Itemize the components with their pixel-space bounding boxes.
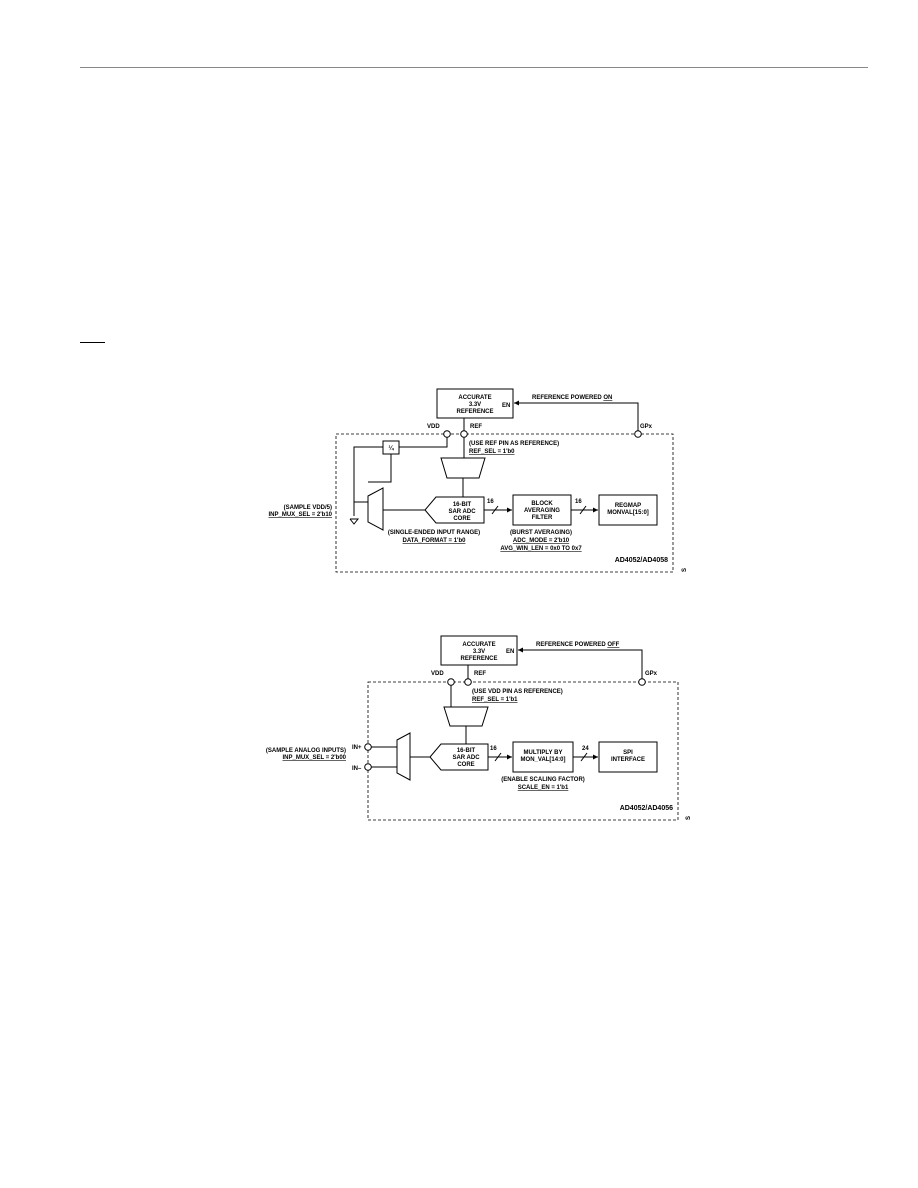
multiply-block (512, 741, 574, 773)
diagram-label: SCALE_EN = 1'b1 (518, 785, 569, 791)
diagram-label: AD4052/AD4056 (620, 805, 673, 812)
diagram-label: FILTER (532, 515, 553, 521)
diagram-label: (ENABLE SCALING FACTOR) (501, 777, 585, 783)
diagram-label: CORE (453, 516, 470, 522)
diagram-label: REF (470, 424, 482, 430)
diagram-label: AD4052/AD4058 (615, 557, 668, 564)
diagram-label: GPx (645, 671, 658, 677)
ref-powered-label: REFERENCE POWERED OFF (536, 642, 620, 648)
in-plus-pin (364, 743, 372, 751)
diagram-label: 16 (575, 499, 582, 505)
adc-core (424, 496, 485, 524)
diagram-label: (SAMPLE ANALOG INPUTS) (266, 748, 346, 754)
reference-block (440, 635, 518, 666)
diagram-label: 16 (487, 499, 494, 505)
diagram-label: SPI (623, 750, 633, 756)
diagram-1-monitor-vdd: ACCURATE 3.3V REFERENCE EN REFERENCE POW… (268, 388, 688, 573)
diagram-label: EN (502, 403, 510, 409)
vdd-pin (447, 678, 455, 686)
diagram-label: 16-BIT (457, 748, 476, 754)
diagram-label: MULTIPLY BY (524, 750, 563, 756)
input-mux (396, 732, 411, 781)
adc-core (429, 743, 489, 771)
diagram-label: INP_MUX_SEL = 2'b00 (282, 755, 346, 761)
diagram-label: 16-BIT (453, 502, 472, 508)
diagram-label: S (686, 816, 692, 820)
diagram-label: 3.3V (473, 649, 485, 655)
ref-pin (464, 678, 472, 686)
page-header-rule (80, 67, 868, 68)
diagram-label: SAR ADC (448, 509, 476, 515)
diagram-label: SAR ADC (452, 755, 480, 761)
spi-interface-block (598, 741, 658, 773)
diagram-label: (USE VDD PIN AS REFERENCE) (472, 689, 563, 695)
reference-block (436, 388, 514, 419)
diagram-label: INP_MUX_SEL = 2'b10 (268, 512, 332, 518)
diagram-2-monitor-inputs: ACCURATE 3.3V REFERENCE EN REFERENCE POW… (266, 635, 692, 821)
diagram-label: S (682, 568, 688, 572)
diagram-label: (SAMPLE VDD/5) (284, 505, 332, 511)
gpx-pin (638, 678, 646, 686)
diagram-label: 3.3V (469, 402, 481, 408)
diagram-label: ON (603, 395, 612, 401)
diagram-label: REFERENCE POWERED (532, 395, 603, 401)
diagram-label: BLOCK (531, 501, 553, 507)
regmap-block (598, 494, 658, 526)
diagram-label: OFF (607, 642, 619, 648)
ref-powered-label: REFERENCE POWERED ON (532, 395, 612, 401)
vdd-pin (443, 430, 451, 438)
diagram-label: (BURST AVERAGING) (510, 530, 572, 536)
in-minus-pin (364, 763, 372, 771)
diagram-label: EN (506, 649, 514, 655)
diagram-label: REFERENCE (456, 409, 493, 415)
ref-pin (460, 430, 468, 438)
diagram-label: REF (474, 671, 486, 677)
diagram-label: REFERENCE POWERED (536, 642, 607, 648)
diagram-label: INTERFACE (611, 757, 645, 763)
diagram-label: VDD (431, 671, 444, 677)
diagram-label: DATA_FORMAT = 1'b0 (403, 538, 467, 544)
diagram-label: REF_SEL = 1'b0 (469, 449, 515, 455)
ref-mux (443, 706, 489, 727)
diagram-label: (USE REF PIN AS REFERENCE) (469, 441, 559, 447)
diagram-label: ACCURATE (458, 395, 491, 401)
diagram-label: IN+ (352, 745, 362, 751)
diagram-label: REF_SEL = 1'b1 (472, 697, 518, 703)
diagram-label: ACCURATE (462, 642, 495, 648)
chip-boundary (335, 433, 674, 573)
diagram-label: AVERAGING (524, 508, 560, 514)
gpx-pin (634, 430, 642, 438)
diagram-label: VDD (427, 424, 440, 430)
section-rule (80, 342, 105, 343)
diagram-label: ADC_MODE = 2'b10 (513, 538, 570, 544)
diagram-label: MON_VAL[14:0] (521, 757, 566, 763)
diagram-label: CORE (457, 762, 474, 768)
diagram-label: GPx (640, 424, 653, 430)
input-mux (367, 487, 384, 531)
ref-mux (440, 457, 486, 479)
diagram-label: IN– (352, 766, 362, 772)
diagram-label: REGMAP (615, 503, 641, 509)
diagram-label: MONVAL[15:0] (607, 510, 649, 516)
diagram-label: AVG_WIN_LEN = 0x0 TO 0x7 (500, 546, 582, 552)
diagram-label: 24 (582, 746, 589, 752)
chip-boundary (367, 681, 679, 821)
diagram-label: (SINGLE-ENDED INPUT RANGE) (388, 530, 480, 536)
diagram-label: 16 (490, 746, 497, 752)
diagram-label: ¼ (388, 445, 394, 452)
diagram-label: REFERENCE (460, 656, 497, 662)
